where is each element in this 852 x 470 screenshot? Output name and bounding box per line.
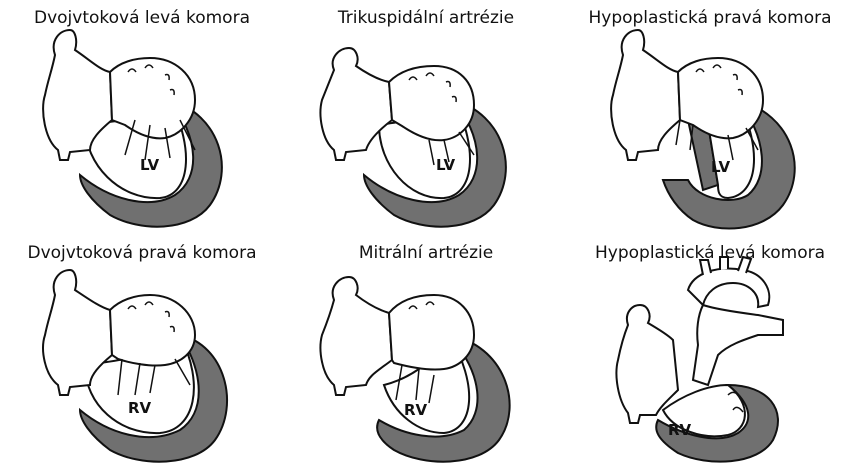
panel-dilv: Dvojvtoková levá komora LV xyxy=(0,0,284,235)
panel-hrv: Hypoplastická pravá komora LV xyxy=(568,0,852,235)
panel-ma: Mitrální artrézie RV xyxy=(284,235,568,470)
ventricle-label: RV xyxy=(668,421,692,439)
heart-diagram-ma: RV xyxy=(284,235,568,470)
left-atrium xyxy=(389,295,474,370)
heart-diagram-dilv: LV xyxy=(0,0,284,235)
ventricle-label: LV xyxy=(436,156,455,174)
right-atrium xyxy=(321,277,393,395)
ventricle-label: RV xyxy=(128,399,152,417)
pulmonary-artery xyxy=(693,305,783,385)
panel-drv: Dvojvtoková pravá komora RV xyxy=(0,235,284,470)
right-atrium xyxy=(611,30,680,160)
panel-ta: Trikuspidální artrézie LV xyxy=(284,0,568,235)
left-atrium xyxy=(110,295,195,366)
ventricle-label: LV xyxy=(140,156,159,174)
panel-hlhs: Hypoplastická levá komora RV xyxy=(568,235,852,470)
heart-diagram-hrv: LV xyxy=(568,0,852,235)
ventricle-label: LV xyxy=(711,158,730,176)
heart-diagram-drv: RV xyxy=(0,235,284,470)
aortic-arch xyxy=(688,269,769,307)
heart-diagram-ta: LV xyxy=(284,0,568,235)
heart-diagram-hlhs: RV xyxy=(568,235,852,470)
ventricle-label: RV xyxy=(404,401,428,419)
